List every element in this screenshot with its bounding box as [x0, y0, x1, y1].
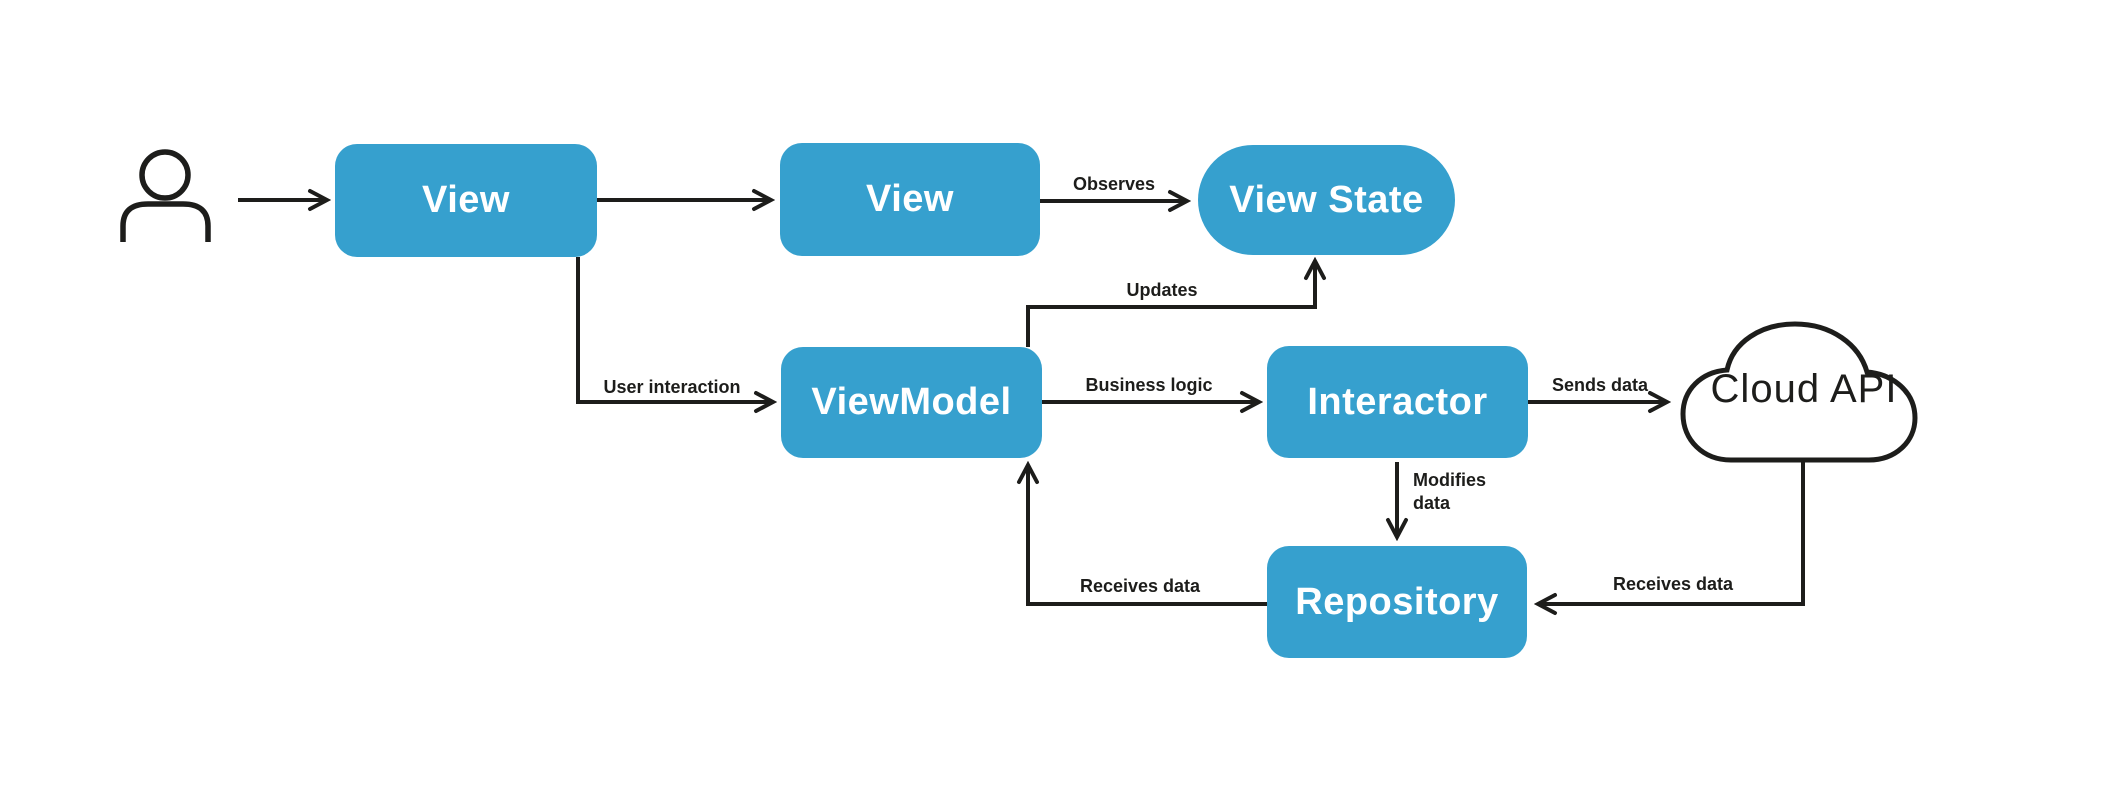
- node-repository-label: Repository: [1295, 580, 1499, 623]
- node-cloud-api-label: Cloud API: [1710, 366, 1898, 411]
- edge-label-receives-data-left: Receives data: [1079, 575, 1201, 596]
- edge-receives-data-left: [1028, 466, 1267, 606]
- edge-user-interaction: [576, 257, 772, 402]
- node-repository: Repository: [1267, 546, 1527, 658]
- node-view-state-label: View State: [1229, 178, 1424, 221]
- node-view-1: View: [335, 144, 597, 257]
- node-view-1-label: View: [422, 179, 510, 221]
- node-interactor: Interactor: [1267, 346, 1528, 458]
- node-view-model-label: ViewModel: [811, 381, 1012, 423]
- node-view-state: View State: [1198, 145, 1455, 255]
- edge-updates: [1026, 262, 1315, 347]
- edge-label-receives-data-right: Receives data: [1612, 573, 1734, 594]
- edge-label-updates: Updates: [1126, 279, 1198, 300]
- edge-label-sends-data: Sends data: [1551, 374, 1649, 395]
- edge-label-user-interaction: User interaction: [603, 376, 741, 397]
- edge-label-modifies-data: Modifies data: [1413, 470, 1487, 513]
- user-icon: [120, 149, 211, 242]
- cloud-shape: [1680, 321, 1918, 463]
- node-cloud-api: Cloud API: [1683, 318, 1925, 460]
- node-view-model: ViewModel: [781, 347, 1042, 458]
- edge-receives-data-right: [1539, 460, 1805, 604]
- node-view-2: View: [780, 143, 1040, 256]
- edge-label-business-logic: Business logic: [1085, 374, 1213, 395]
- node-interactor-label: Interactor: [1307, 380, 1488, 423]
- node-view-2-label: View: [866, 178, 954, 220]
- edge-label-observes: Observes: [1072, 173, 1156, 194]
